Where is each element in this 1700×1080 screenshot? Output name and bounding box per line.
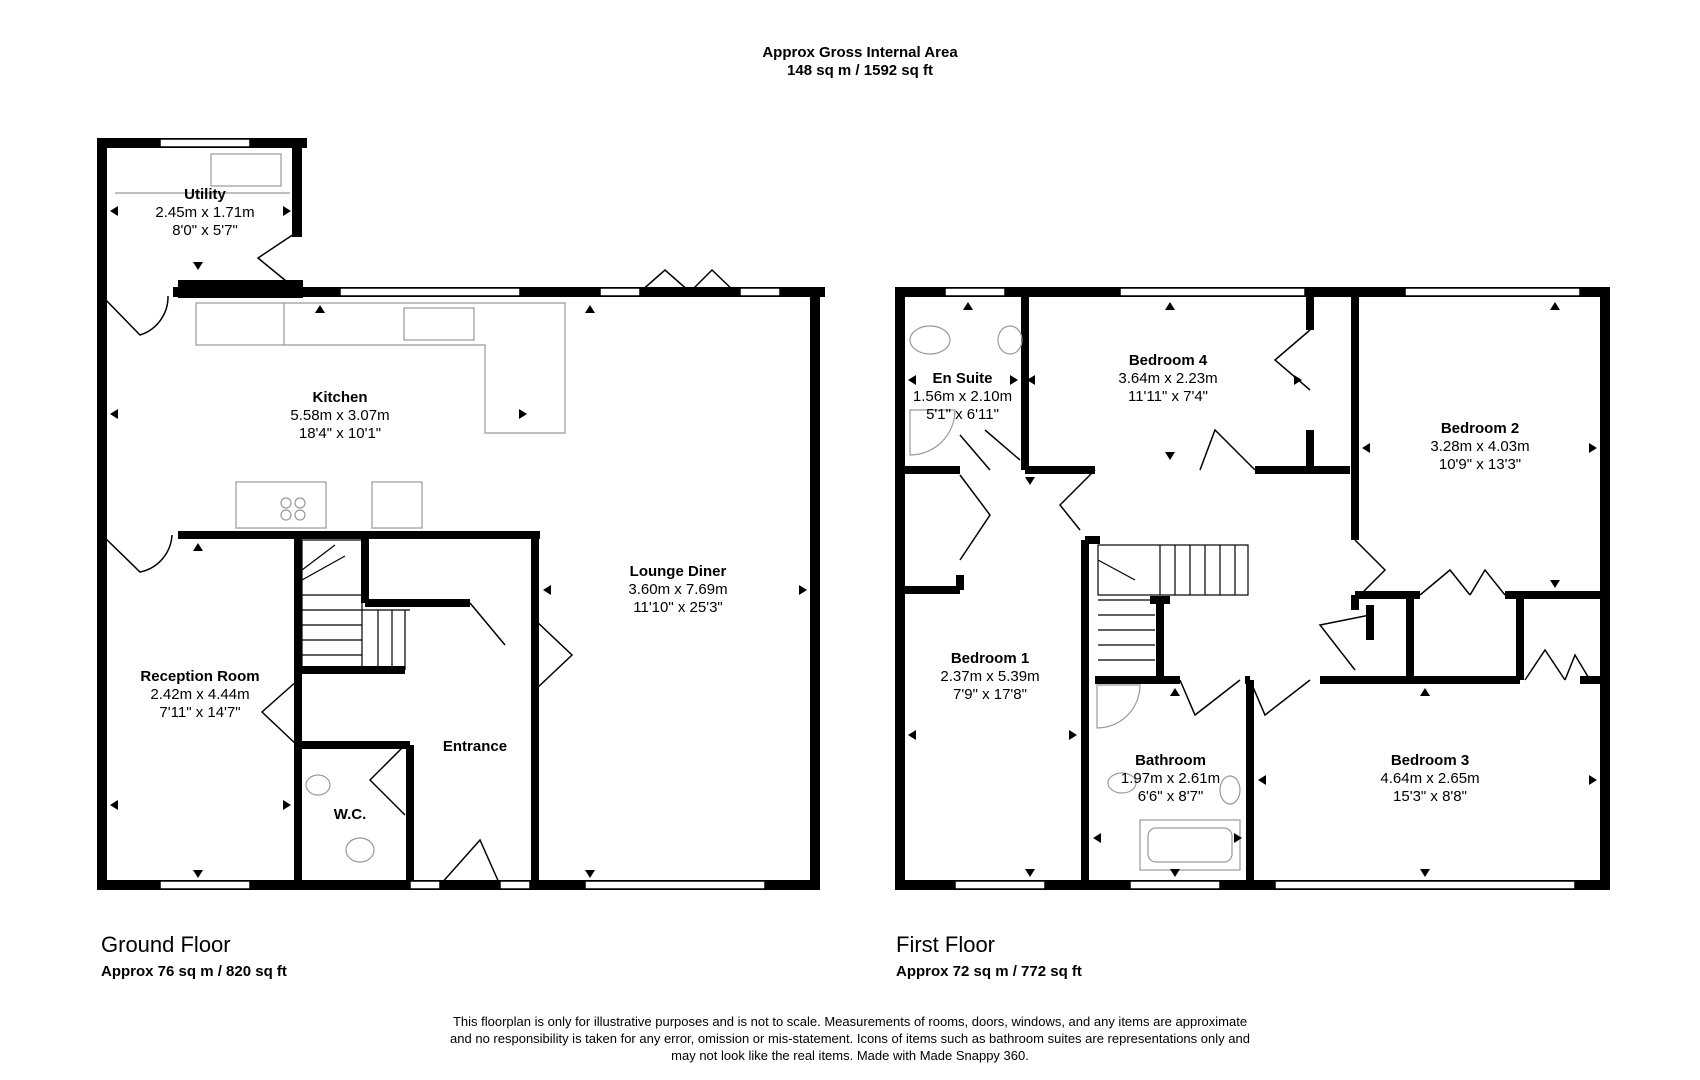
room-metric: 3.64m x 2.23m — [1118, 370, 1218, 387]
disclaimer-line: and no responsibility is taken for any e… — [450, 1031, 1250, 1046]
room-imperial: 5'1" x 6'11" — [926, 406, 999, 423]
room-name: Reception Room — [140, 668, 260, 685]
room-label-bedroom-3: Bedroom 3 4.64m x 2.65m 15'3" x 8'8" — [1330, 752, 1530, 806]
disclaimer: This floorplan is only for illustrative … — [400, 1013, 1300, 1064]
gross-area-title: Approx Gross Internal Area — [762, 44, 958, 61]
room-metric: 5.58m x 3.07m — [290, 407, 390, 424]
room-metric: 2.42m x 4.44m — [150, 686, 250, 703]
room-imperial: 7'9" x 17'8" — [953, 686, 1027, 703]
room-imperial: 11'10" x 25'3" — [633, 599, 723, 616]
room-imperial: 10'9" x 13'3" — [1438, 456, 1522, 473]
room-name: Bedroom 4 — [1128, 352, 1208, 369]
room-label-utility: Utility 2.45m x 1.71m 8'0" x 5'7" — [140, 186, 270, 240]
gross-area-value: 148 sq m / 1592 sq ft — [787, 62, 933, 79]
room-metric: 1.56m x 2.10m — [912, 388, 1013, 405]
room-label-lounge-diner: Lounge Diner 3.60m x 7.69m 11'10" x 25'3… — [578, 563, 778, 617]
room-metric: 4.64m x 2.65m — [1380, 770, 1480, 787]
room-name: En Suite — [932, 370, 993, 387]
room-metric: 1.97m x 2.61m — [1120, 770, 1221, 787]
room-label-bedroom-2: Bedroom 2 3.28m x 4.03m 10'9" x 13'3" — [1380, 420, 1580, 474]
room-label-reception: Reception Room 2.42m x 4.44m 7'11" x 14'… — [100, 668, 300, 722]
first-floor-area: Approx 72 sq m / 772 sq ft — [896, 963, 1082, 980]
room-label-entrance: Entrance — [420, 738, 530, 756]
first-floor-plan — [895, 287, 1610, 890]
room-name: Entrance — [442, 738, 508, 755]
disclaimer-line: This floorplan is only for illustrative … — [452, 1014, 1248, 1029]
gross-area-heading: Approx Gross Internal Area 148 sq m / 15… — [650, 44, 1070, 80]
room-label-bedroom-1: Bedroom 1 2.37m x 5.39m 7'9" x 17'8" — [890, 650, 1090, 704]
room-name: Lounge Diner — [629, 563, 727, 580]
room-metric: 2.37m x 5.39m — [940, 668, 1040, 685]
room-label-bedroom-4: Bedroom 4 3.64m x 2.23m 11'11" x 7'4" — [1068, 352, 1268, 406]
disclaimer-line: may not look like the real items. Made w… — [671, 1048, 1029, 1063]
ground-floor-plan — [97, 138, 825, 890]
room-name: Kitchen — [312, 389, 368, 406]
room-name: Bedroom 3 — [1390, 752, 1470, 769]
room-imperial: 18'4" x 10'1" — [298, 425, 382, 442]
room-name: Bedroom 2 — [1440, 420, 1520, 437]
ground-floor-area: Approx 76 sq m / 820 sq ft — [101, 963, 287, 980]
room-name: W.C. — [333, 806, 367, 823]
room-metric: 3.60m x 7.69m — [628, 581, 728, 598]
first-floor-title: First Floor — [896, 932, 995, 957]
room-imperial: 7'11" x 14'7" — [159, 704, 241, 721]
room-label-wc: W.C. — [320, 806, 380, 824]
room-name: Bedroom 1 — [950, 650, 1030, 667]
room-metric: 3.28m x 4.03m — [1430, 438, 1530, 455]
ground-floor-title: Ground Floor — [101, 932, 231, 957]
room-label-bathroom: Bathroom 1.97m x 2.61m 6'6" x 8'7" — [1098, 752, 1243, 806]
room-metric: 2.45m x 1.71m — [155, 204, 255, 221]
room-label-kitchen: Kitchen 5.58m x 3.07m 18'4" x 10'1" — [240, 389, 440, 443]
room-imperial: 15'3" x 8'8" — [1393, 788, 1467, 805]
room-imperial: 11'11" x 7'4" — [1127, 388, 1209, 405]
room-label-ensuite: En Suite 1.56m x 2.10m 5'1" x 6'11" — [905, 370, 1020, 424]
room-name: Bathroom — [1135, 752, 1206, 769]
room-imperial: 8'0" x 5'7" — [172, 222, 238, 239]
room-name: Utility — [184, 186, 226, 203]
room-imperial: 6'6" x 8'7" — [1137, 788, 1204, 805]
